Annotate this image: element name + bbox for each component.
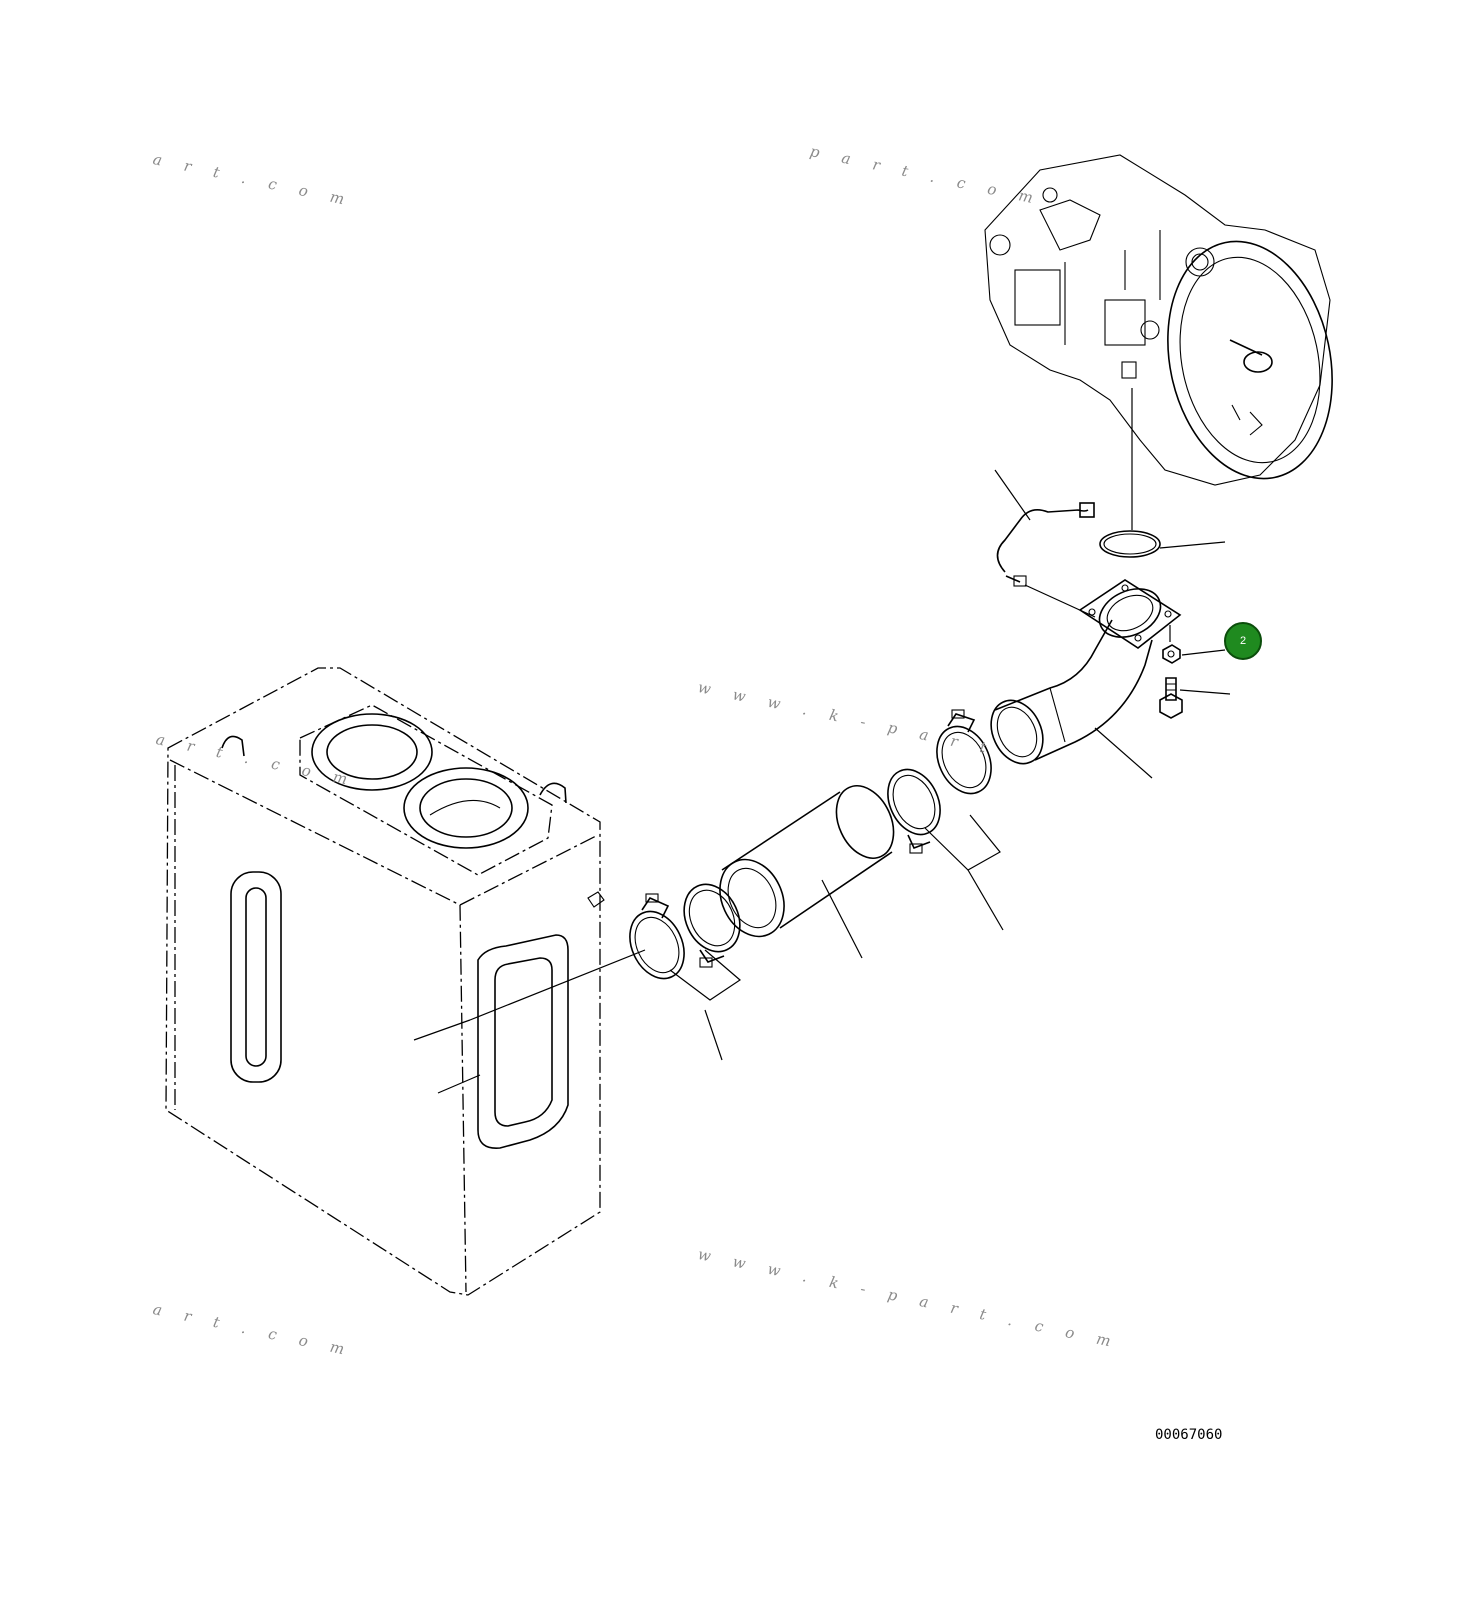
elbow-pipe (990, 579, 1182, 765)
hose-clamp-upper-left (887, 768, 941, 854)
hose-clamp-lower-left (629, 893, 685, 980)
o-ring (1099, 530, 1161, 558)
drawing-number: 00067060 (1155, 1427, 1223, 1443)
suction-hose (719, 785, 895, 938)
sensor-harness (996, 502, 1095, 587)
hydraulic-tank (165, 667, 605, 1296)
bolt (1159, 677, 1183, 719)
nut (1162, 644, 1181, 664)
hose-clamp-upper-right (936, 709, 992, 795)
part-callout-2[interactable]: 2 (1224, 622, 1262, 660)
hose-clamp-lower-right (683, 883, 741, 968)
hydraulic-pump (984, 154, 1333, 486)
